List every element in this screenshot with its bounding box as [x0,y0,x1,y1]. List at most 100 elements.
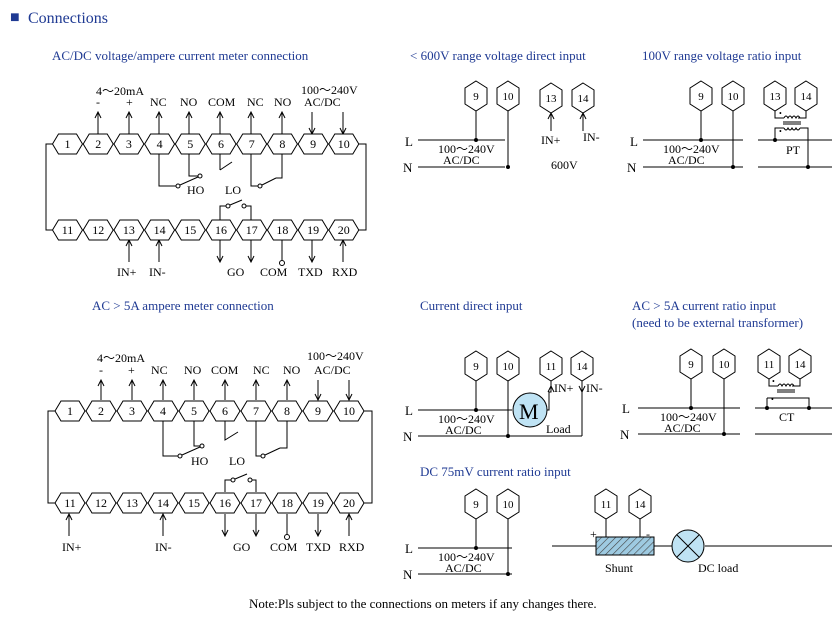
terminal-14: 14 [794,80,818,112]
svg-text:600V: 600V [551,158,578,172]
terminal-10: 10 [496,80,520,112]
svg-text:17: 17 [246,223,258,237]
svg-text:M: M [519,399,539,424]
svg-text:18: 18 [281,496,293,510]
terminal-12: 12 [85,492,117,514]
svg-text:9: 9 [698,91,704,103]
terminal-9: 9 [464,488,488,520]
svg-text:13: 13 [123,223,135,237]
terminal-14: 14 [144,219,176,241]
svg-text:AC/DC: AC/DC [668,153,705,167]
svg-text:HO: HO [187,183,205,197]
terminal-14: 14 [570,350,594,382]
svg-text:10: 10 [343,404,355,418]
terminal-19: 19 [297,219,329,241]
svg-text:3: 3 [129,404,135,418]
svg-text:100～240V: 100～240V [438,142,495,156]
meter-terminal-block-b: 4～20mA - + NC NO COM NC NO 100～240V AC/D… [47,349,373,554]
terminal-8: 8 [266,133,298,155]
svg-text:N: N [403,160,413,175]
terminal-18: 18 [271,492,303,514]
terminal-17: 17 [240,492,272,514]
svg-text:RXD: RXD [332,265,358,279]
terminal-14: 14 [147,492,179,514]
svg-text:11: 11 [764,359,775,371]
svg-text:IN-: IN- [586,381,603,395]
svg-text:AC/DC: AC/DC [314,363,351,377]
svg-text:L: L [405,403,413,418]
terminal-17: 17 [236,219,268,241]
svg-text:10: 10 [503,499,515,511]
svg-text:8: 8 [284,404,290,418]
svg-text:5: 5 [191,404,197,418]
svg-text:14: 14 [157,496,169,510]
svg-text:L: L [405,541,413,556]
svg-text:NO: NO [180,95,198,109]
title-current-direct: Current direct input [420,298,523,313]
svg-text:19: 19 [312,496,324,510]
svg-text:CT: CT [779,410,795,424]
terminal-11: 11 [594,488,618,520]
svg-text:+: + [128,363,135,377]
footnote: Note:Pls subject to the connections on m… [249,596,597,611]
svg-text:20: 20 [343,496,355,510]
svg-text:7: 7 [249,137,255,151]
title-ac5a-ratio-note: (need to be external transformer) [632,315,803,330]
svg-text:RXD: RXD [339,540,365,554]
terminal-15: 15 [174,219,206,241]
terminal-19: 19 [302,492,334,514]
svg-text:NO: NO [283,363,301,377]
svg-text:Shunt: Shunt [605,561,634,575]
svg-text:COM: COM [208,95,236,109]
terminal-14: 14 [571,82,595,114]
svg-text:GO: GO [233,540,251,554]
svg-text:11: 11 [62,223,74,237]
svg-text:NO: NO [274,95,292,109]
terminal-13: 13 [116,492,148,514]
svg-text:IN+: IN+ [117,265,137,279]
svg-text:9: 9 [310,137,316,151]
terminal-9: 9 [679,348,703,380]
terminal-6: 6 [205,133,237,155]
svg-text:AC/DC: AC/DC [304,95,341,109]
title-acdc-meter: AC/DC voltage/ampere current meter conne… [52,48,309,63]
terminal-5: 5 [178,400,210,422]
svg-text:AC/DC: AC/DC [445,561,482,575]
svg-text:L: L [630,134,638,149]
header-bullet: ■ [10,9,20,26]
terminal-2: 2 [82,133,114,155]
terminal-20: 20 [333,492,365,514]
svg-text:TXD: TXD [306,540,331,554]
svg-text:+: + [590,527,597,541]
terminal-10: 10 [333,400,365,422]
terminal-10: 10 [496,488,520,520]
svg-text:LO: LO [225,183,241,197]
svg-text:AC/DC: AC/DC [664,421,701,435]
terminal-9: 9 [297,133,329,155]
svg-text:GO: GO [227,265,245,279]
svg-text:NC: NC [253,363,270,377]
svg-text:14: 14 [154,223,166,237]
svg-text:IN-: IN- [149,265,166,279]
terminal-13: 13 [763,80,787,112]
meter-terminal-block-a: 4～20mA - + NC NO COM NC NO 100～240V AC/D… [45,83,367,279]
svg-text:7: 7 [253,404,259,418]
terminal-18: 18 [266,219,298,241]
terminal-14: 14 [628,488,652,520]
svg-text:AC/DC: AC/DC [445,423,482,437]
title-ac5a-ratio: AC > 5A current ratio input [632,298,777,313]
svg-text:10: 10 [719,359,731,371]
svg-text:20: 20 [338,223,350,237]
svg-text:5: 5 [187,137,193,151]
svg-text:IN+: IN+ [62,540,82,554]
terminal-9: 9 [464,350,488,382]
svg-text:HO: HO [191,454,209,468]
svg-text:3: 3 [126,137,132,151]
svg-text:+: + [126,95,133,109]
page-title: Connections [28,10,108,27]
terminal-11: 11 [54,492,86,514]
svg-text:-: - [96,95,100,109]
